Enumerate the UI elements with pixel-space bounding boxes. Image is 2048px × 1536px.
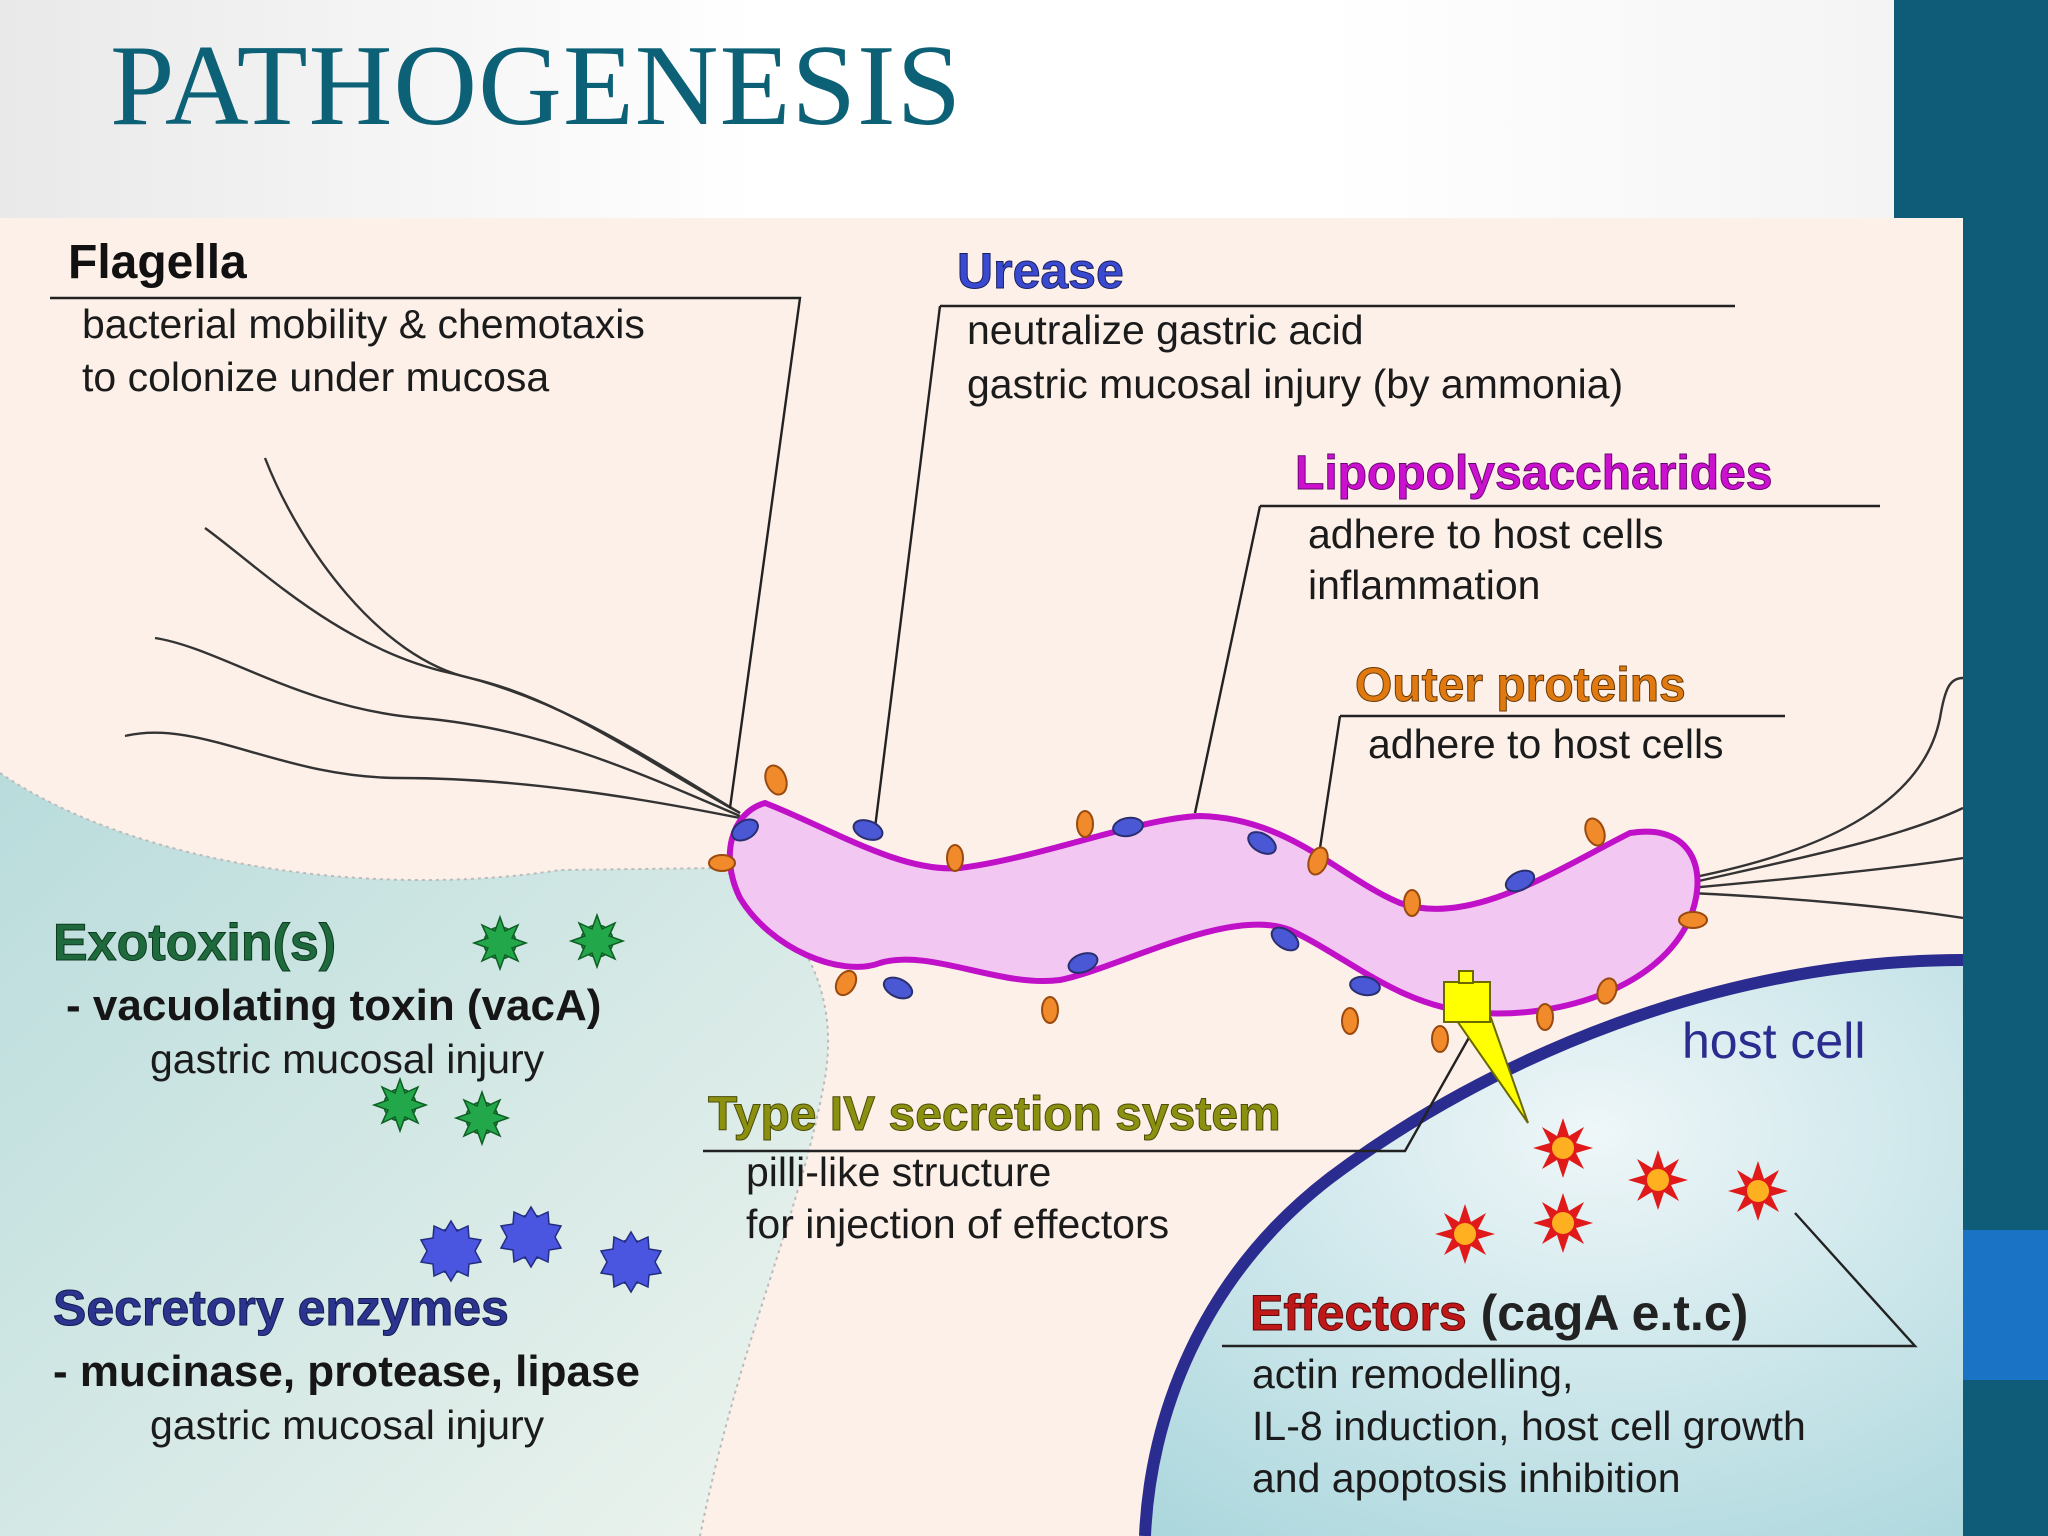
effectors-line-3: and apoptosis inhibition [1252,1455,1681,1501]
secretory-subheading: - mucinase, protease, lipase [53,1347,640,1396]
effectors-line-2: IL-8 induction, host cell growth [1252,1403,1806,1449]
effectors-label: Effectors (cagA e.t.c) actin remodelling… [1250,1285,1806,1502]
exotoxin-subheading: - vacuolating toxin (vacA) [66,981,601,1030]
effector-particle-icon [1435,1204,1495,1264]
exotoxin-line-1: gastric mucosal injury [150,1036,545,1082]
lps-line-1: adhere to host cells [1308,511,1664,557]
effectors-heading-suffix: (cagA e.t.c) [1467,1285,1749,1341]
type4-line-2: for injection of effectors [746,1201,1169,1247]
title-band [0,0,1894,218]
flagella-right [1689,676,1963,920]
flagella-heading: Flagella [68,236,247,289]
urease-label: Urease neutralize gastric acid gastric m… [957,243,1624,408]
effectors-heading-line: Effectors (cagA e.t.c) [1250,1285,1748,1341]
flagella-label: Flagella bacterial mobility & chemotaxis… [68,236,645,400]
page-title: PATHOGENESIS [110,22,963,150]
gastric-mucus-zone [0,773,829,1536]
toxin-particle-icon [455,1091,509,1145]
effectors-line-1: actin remodelling, [1252,1351,1573,1397]
lps-heading: Lipopolysaccharides [1295,447,1773,500]
toxin-particle-icon [373,1078,427,1132]
toxin-particle-icon [473,916,527,970]
outer-proteins-line-1: adhere to host cells [1368,721,1724,767]
outer-proteins-label: Outer proteins adhere to host cells [1355,659,1724,768]
leader-lines [50,296,1918,1348]
lps-line-2: inflammation [1308,562,1540,608]
type4-line-1: pilli-like structure [746,1149,1051,1195]
pathogenesis-diagram: Flagella bacterial mobility & chemotaxis… [0,218,1963,1536]
type4-secretion-label: Type IV secretion system pilli-like stru… [708,1088,1282,1248]
urease-heading: Urease [957,243,1124,299]
lipopolysaccharides-label: Lipopolysaccharides adhere to host cells… [1295,447,1774,609]
slide-side-accent [1963,1230,2048,1380]
helicobacter-bacterium [708,764,1708,1053]
type4-heading: Type IV secretion system [708,1088,1281,1141]
toxin-particle-icon [570,914,624,968]
effector-particle-icon [1628,1150,1688,1210]
secretion-needle-icon [1443,970,1529,1124]
outer-proteins-heading: Outer proteins [1355,659,1686,712]
effector-particle-icon [1728,1161,1788,1221]
urease-line-2: gastric mucosal injury (by ammonia) [967,361,1623,407]
exotoxins-label: Exotoxin(s) - vacuolating toxin (vacA) g… [53,914,602,1083]
secretory-heading: Secretory enzymes [53,1280,509,1336]
effector-particle-icon [1533,1193,1593,1253]
effector-particle-icon [1533,1118,1593,1178]
urease-line-1: neutralize gastric acid [967,307,1364,353]
secretory-enzymes-label: Secretory enzymes - mucinase, protease, … [53,1280,640,1449]
flagella-left [124,457,741,820]
effectors-heading: Effectors [1250,1285,1467,1341]
secretory-line-1: gastric mucosal injury [150,1402,545,1448]
exotoxin-heading: Exotoxin(s) [53,914,336,972]
host-cell-label: host cell [1682,1013,1865,1069]
flagella-line-1: bacterial mobility & chemotaxis [82,301,645,347]
host-cell-body [1145,960,1963,1536]
flagella-line-2: to colonize under mucosa [82,354,549,400]
